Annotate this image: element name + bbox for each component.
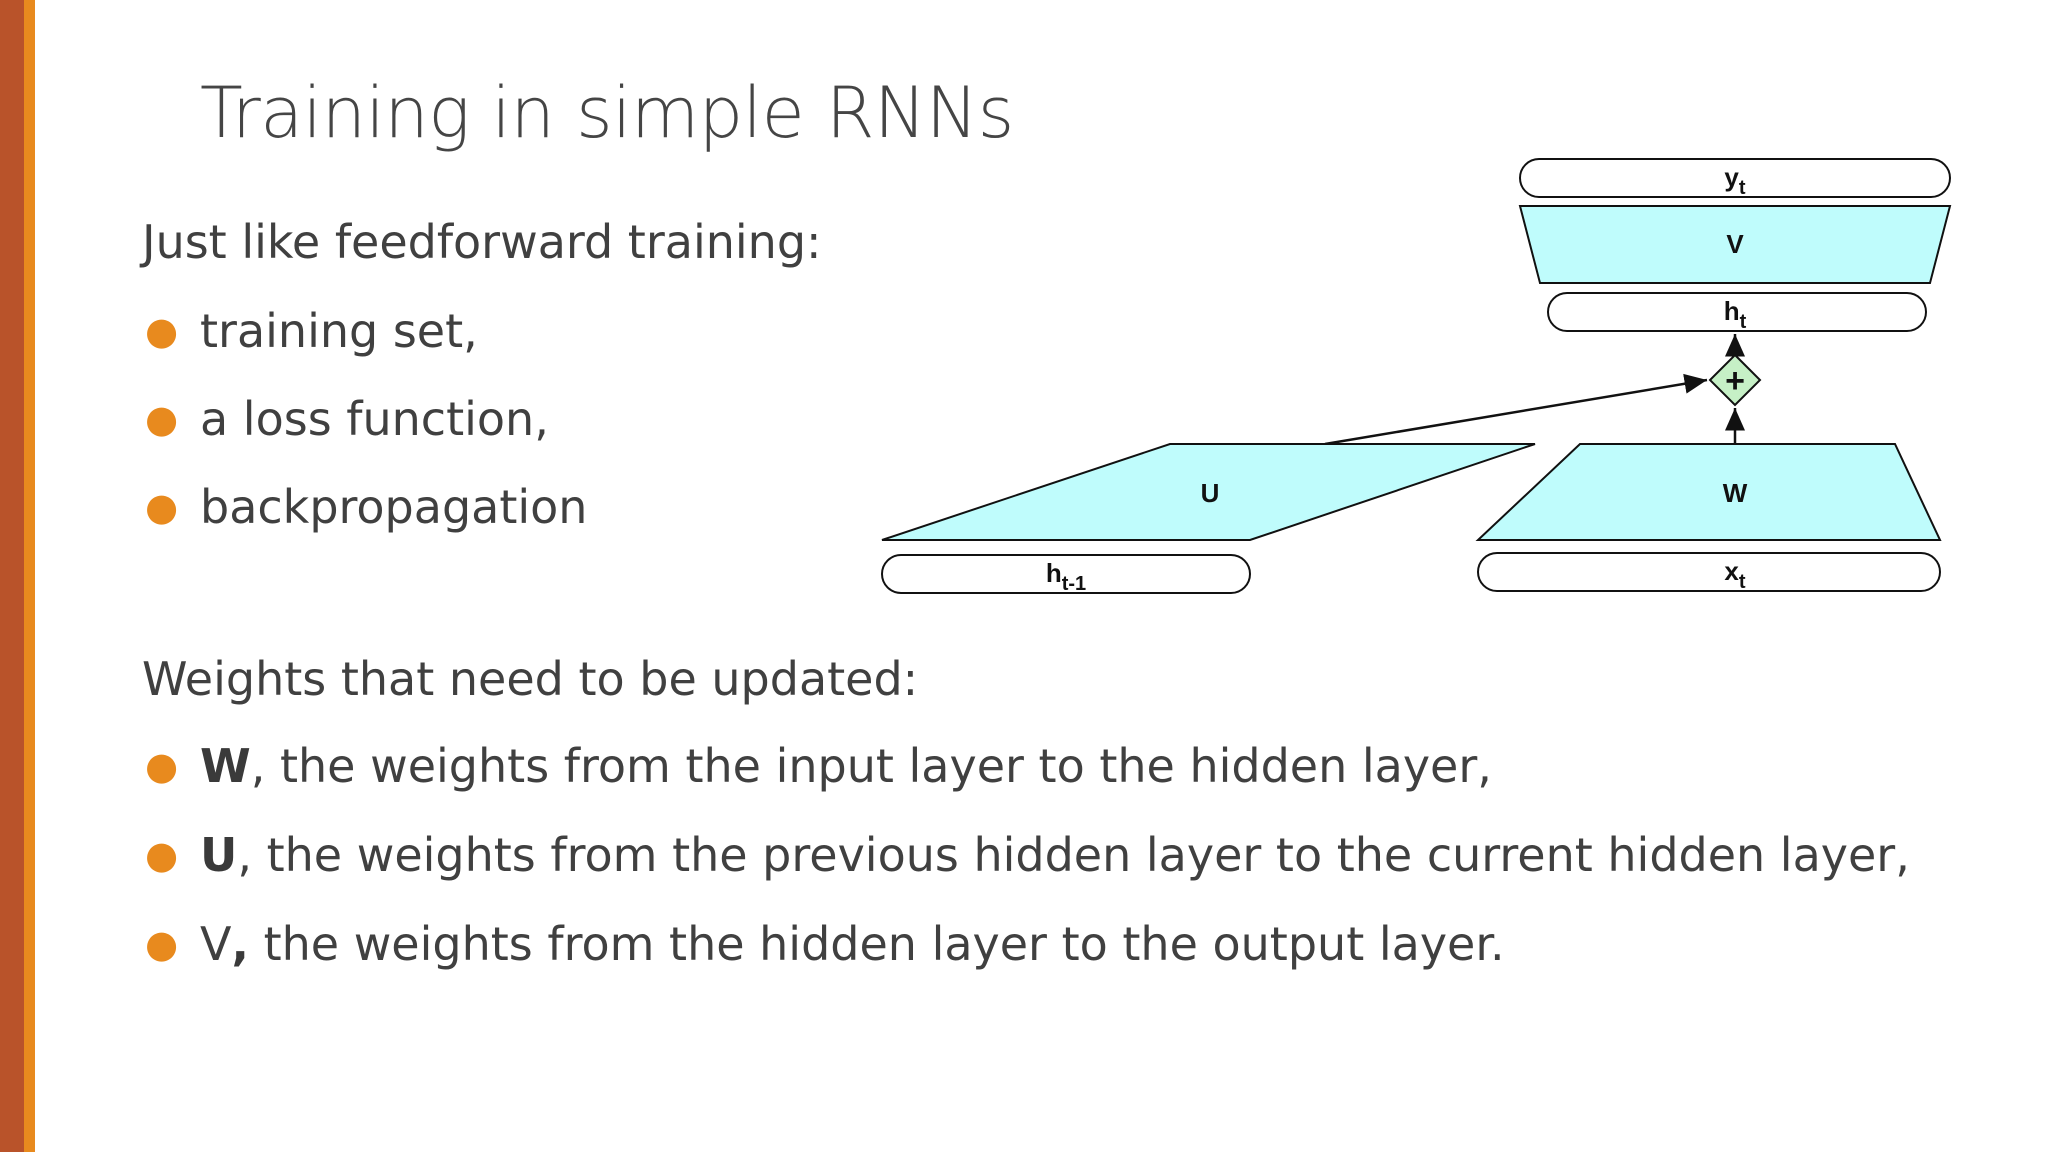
list-item: ●training set, [142, 308, 587, 354]
hidden-layer-box [1547, 292, 1927, 332]
list-item-text: a loss function, [200, 392, 549, 446]
accent-bar-light [24, 0, 35, 1152]
intro-feedforward: Just like feedforward training: [142, 215, 822, 269]
list-item: ●U, the weights from the previous hidden… [142, 832, 1910, 878]
hidden-label: ht [1724, 296, 1747, 333]
output-layer-box [1519, 158, 1951, 198]
bullet-icon: ● [145, 485, 179, 529]
bullet-icon: ● [145, 744, 179, 788]
bullet-icon: ● [145, 922, 179, 966]
weight-symbol: V [200, 917, 232, 971]
list-item: ●backpropagation [142, 484, 587, 530]
slide-title: Training in simple RNNs [200, 72, 1014, 154]
bullet-icon: ● [145, 833, 179, 877]
list-item-text: backpropagation [200, 480, 588, 534]
input-layer-box [1477, 552, 1941, 592]
list-item: ●V, the weights from the hidden layer to… [145, 917, 1505, 971]
input-label: xt [1724, 556, 1745, 593]
v-weights-layer [1518, 205, 1952, 284]
plus-icon: + [1725, 362, 1745, 400]
rnn-diagram: yt V ht + U W ht-1 xt [881, 158, 1952, 595]
list-item: ●a loss function, [142, 396, 587, 442]
list-item-text: the weights from the hidden layer to the… [248, 917, 1505, 971]
bullet-icon: ● [145, 309, 179, 353]
list-item-text: , the weights from the input layer to th… [250, 739, 1492, 793]
v-label: V [1726, 229, 1744, 259]
w-weights-layer [1475, 443, 1942, 541]
weight-symbol: W [200, 739, 251, 793]
list-item: ●W, the weights from the input layer to … [142, 743, 1910, 789]
u-label: U [1201, 478, 1220, 508]
output-label: yt [1724, 162, 1745, 199]
training-requirements-list: ●training set, ●a loss function, ●backpr… [142, 308, 587, 572]
bullet-icon: ● [145, 397, 179, 441]
u-weights-layer [881, 443, 1536, 541]
accent-bar-dark [0, 0, 24, 1152]
intro-weights: Weights that need to be updated: [142, 652, 919, 706]
prev-hidden-label: ht-1 [1046, 558, 1086, 595]
weight-symbol: U [200, 828, 238, 882]
prev-hidden-box [881, 554, 1251, 594]
sum-node [1708, 353, 1762, 407]
list-item-text: , the weights from the previous hidden l… [237, 828, 1910, 882]
weights-list: ●W, the weights from the input layer to … [142, 743, 1910, 1010]
arrow-u-to-sum [1324, 373, 1708, 446]
list-item-text: training set, [200, 304, 478, 358]
w-label: W [1723, 478, 1748, 508]
